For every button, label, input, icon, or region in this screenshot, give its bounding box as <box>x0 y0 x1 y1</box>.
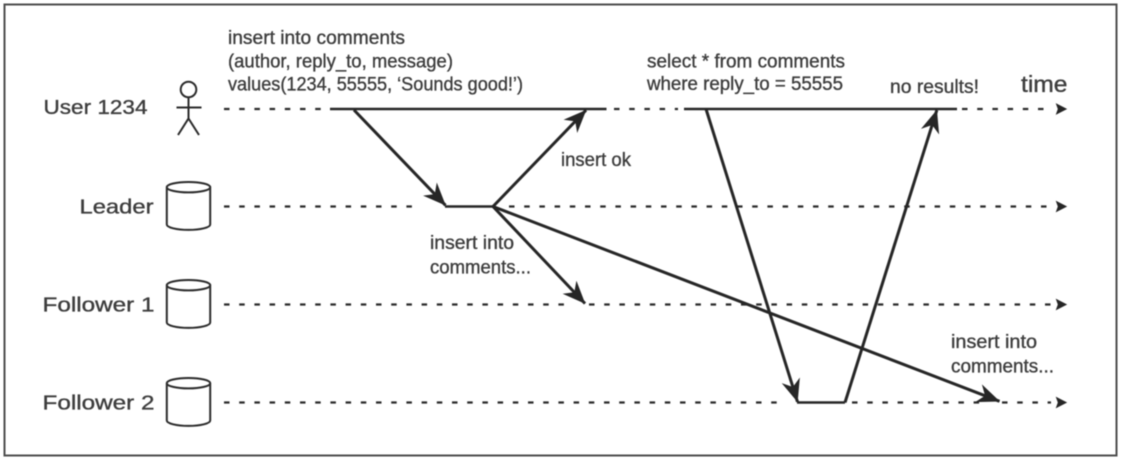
svg-text:(author, reply_to, message): (author, reply_to, message) <box>228 51 453 72</box>
svg-text:insert ok: insert ok <box>561 150 631 171</box>
svg-text:Leader: Leader <box>80 197 154 219</box>
svg-text:User 1234: User 1234 <box>44 97 148 119</box>
svg-text:comments...: comments... <box>951 357 1054 378</box>
svg-text:Follower 1: Follower 1 <box>43 295 155 317</box>
svg-text:where reply_to = 55555: where reply_to = 55555 <box>646 74 843 95</box>
svg-text:comments...: comments... <box>430 258 531 279</box>
svg-text:Follower 2: Follower 2 <box>43 393 155 415</box>
svg-text:insert into: insert into <box>430 233 514 254</box>
svg-text:time: time <box>1021 71 1068 97</box>
svg-text:insert into: insert into <box>951 332 1037 353</box>
svg-text:insert into comments: insert into comments <box>228 28 405 49</box>
svg-text:select * from comments: select * from comments <box>647 52 845 73</box>
svg-text:values(1234, 55555, ‘Sounds go: values(1234, 55555, ‘Sounds good!’) <box>228 75 523 96</box>
svg-text:no results!: no results! <box>890 77 979 98</box>
